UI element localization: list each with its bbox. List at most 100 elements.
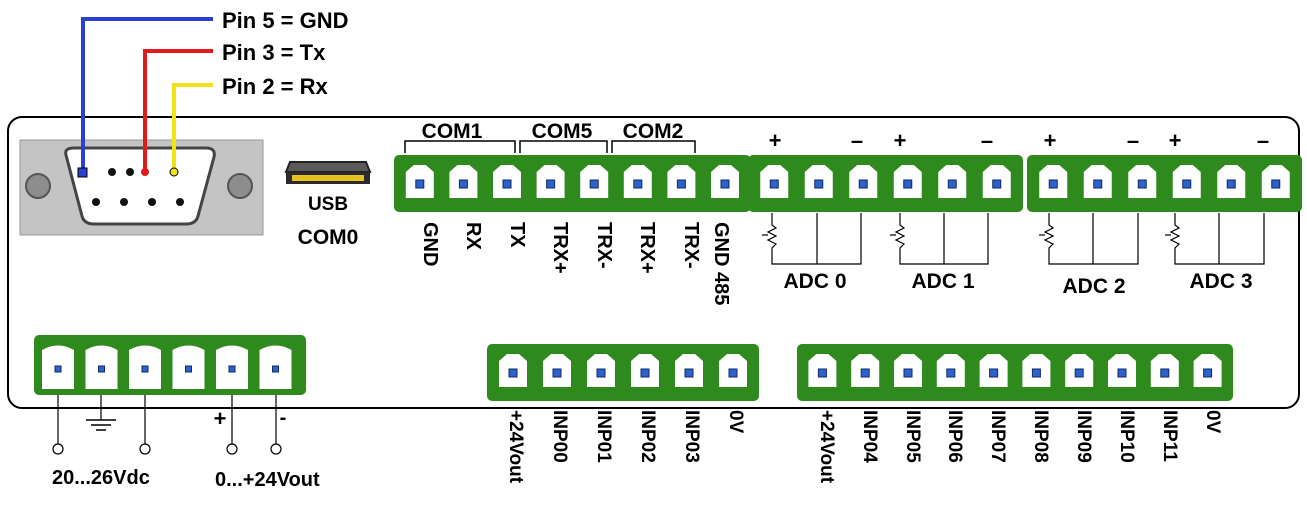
- db9-pin: [120, 198, 128, 206]
- terminal-socket: [894, 354, 922, 387]
- adc-plus-sign: +: [1044, 128, 1057, 153]
- potentiometer-symbol: [894, 213, 989, 265]
- com1-label: COM1: [422, 120, 483, 143]
- com-terminal-label: TRX+: [549, 222, 571, 274]
- adc-channel-wiring: [1039, 213, 1139, 265]
- supply-voltage-label: 20...26Vdc: [52, 467, 150, 489]
- adc-minus-sign: –: [1127, 128, 1139, 153]
- wire-terminal: [52, 443, 64, 455]
- db9-pin: [176, 198, 184, 206]
- terminal-socket: [1065, 354, 1094, 387]
- adc-plus-sign: +: [1169, 128, 1182, 153]
- power-socket: [259, 345, 292, 389]
- ground-icon: [86, 419, 116, 431]
- wire-tx: [143, 49, 213, 172]
- wire-rx: [172, 83, 213, 172]
- pin2-label: Pin 2 = Rx: [222, 74, 329, 99]
- potentiometer-symbol: [1169, 213, 1265, 265]
- db9-pin: [92, 198, 100, 206]
- db9-pin: [126, 168, 134, 176]
- adc-channel-label: ADC 1: [911, 270, 974, 293]
- input-terminal-block-2: [797, 344, 1233, 401]
- terminal-socket: [543, 354, 571, 387]
- input-terminal-label: INP06: [944, 410, 965, 463]
- input-terminal-label: INP02: [637, 410, 658, 463]
- input-terminal-label: INP05: [902, 410, 923, 463]
- com-brackets: [404, 140, 696, 153]
- terminal-socket: [667, 165, 696, 198]
- db9-shell: [64, 146, 216, 226]
- adc-channel-label: ADC 2: [1062, 275, 1125, 298]
- terminal-socket: [1039, 165, 1068, 198]
- adc-terminal-block-b: [1027, 155, 1302, 212]
- input-terminal-label: +24Vout: [505, 410, 526, 484]
- terminal-socket: [982, 165, 1011, 198]
- adc-channel-wiring: [1165, 213, 1265, 265]
- terminal-socket: [623, 165, 652, 198]
- power-socket: [85, 345, 118, 389]
- db9-connector: [19, 139, 264, 236]
- usb-label: USB: [308, 194, 348, 215]
- output-voltage-label: 0...+24Vout: [215, 469, 320, 491]
- terminal-socket: [804, 165, 833, 198]
- input-terminal-label: INP10: [1116, 410, 1137, 463]
- terminal-socket: [808, 354, 837, 387]
- wire-terminal: [270, 443, 282, 455]
- input-terminal-label: INP11: [1159, 410, 1180, 462]
- com-terminal-label: GND 485: [710, 222, 732, 305]
- input-terminal-block-1: [487, 344, 759, 401]
- com-terminal-label: RX: [462, 222, 484, 250]
- terminal-socket: [711, 165, 739, 198]
- input-terminal-label: +24Vout: [816, 410, 837, 484]
- terminal-socket: [1172, 165, 1201, 198]
- terminal-socket: [936, 354, 965, 387]
- terminal-socket: [1261, 165, 1290, 198]
- terminal-socket: [631, 354, 659, 387]
- potentiometer-symbol: [766, 213, 862, 265]
- adc-channel-label: ADC 0: [783, 270, 846, 293]
- terminal-socket: [449, 165, 478, 198]
- adc-plus-sign: +: [769, 128, 782, 153]
- input-terminal-label: INP01: [593, 410, 614, 463]
- wire-terminal: [226, 443, 238, 455]
- terminal-socket: [851, 354, 880, 387]
- com2-label: COM2: [623, 120, 684, 143]
- adc-channel-label: ADC 3: [1189, 270, 1252, 293]
- power-plus-sign: +: [214, 406, 227, 431]
- adc-channel-wiring: [890, 213, 989, 265]
- input-terminal-label: INP00: [549, 410, 570, 463]
- terminal-socket: [1108, 354, 1136, 387]
- terminal-socket: [938, 165, 967, 198]
- input-terminal-label: 0V: [1202, 410, 1223, 434]
- input-terminal-label: INP08: [1030, 410, 1051, 463]
- adc-terminal-block-a: [748, 155, 1023, 212]
- adc-minus-sign: –: [1257, 128, 1269, 153]
- wire-terminal: [139, 443, 151, 455]
- wire-gnd: [81, 17, 213, 172]
- adc-minus-sign: –: [981, 128, 993, 153]
- potentiometer-symbol: [1043, 213, 1139, 265]
- input-terminal-block-1-body: [487, 344, 759, 401]
- terminal-socket: [1022, 354, 1051, 387]
- input-terminal-label: INP07: [987, 410, 1008, 463]
- terminal-socket: [587, 354, 615, 387]
- db9-screw-left: [25, 173, 51, 199]
- terminal-socket: [580, 165, 609, 198]
- com-terminal-label: TRX+: [636, 222, 658, 274]
- input-terminal-label: 0V: [725, 410, 746, 434]
- adc-plus-sign: +: [894, 128, 907, 153]
- terminal-socket: [499, 354, 527, 387]
- adc-channel-wiring: [762, 213, 862, 265]
- terminal-socket: [405, 165, 434, 198]
- usb-com0-label: COM0: [298, 226, 359, 249]
- terminal-socket: [849, 165, 878, 198]
- power-socket: [172, 345, 205, 389]
- power-minus-sign: -: [280, 407, 287, 429]
- db9-pin: [108, 168, 116, 176]
- db9-screw-right: [227, 173, 253, 199]
- terminal-socket: [1083, 165, 1112, 198]
- com-terminal-block: [394, 155, 751, 212]
- adc-terminal-block-b-body: [1027, 155, 1302, 212]
- terminal-socket: [1150, 354, 1179, 387]
